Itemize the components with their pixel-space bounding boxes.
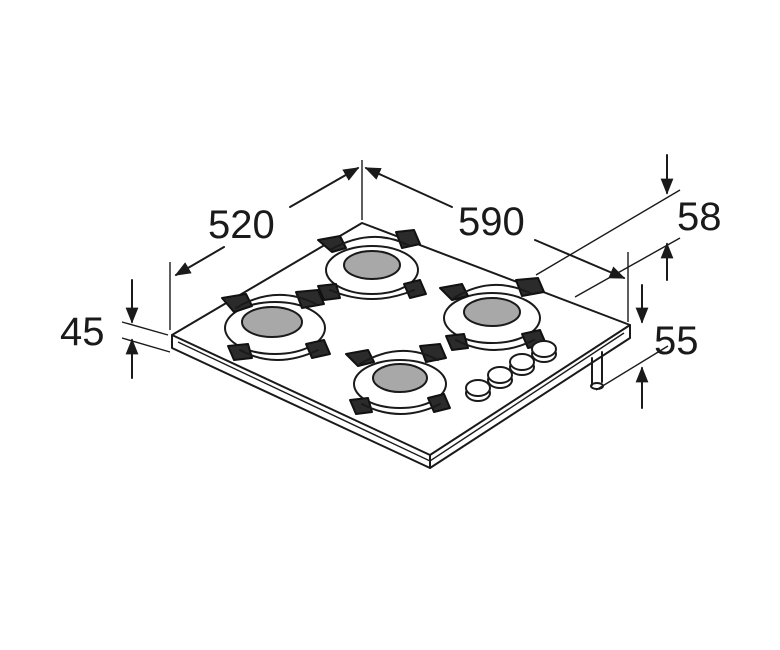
dimension-depth: 520 xyxy=(174,167,360,276)
knob-3 xyxy=(509,353,535,376)
knob-4 xyxy=(531,340,557,363)
width-label: 590 xyxy=(458,200,525,244)
depth-label: 520 xyxy=(208,203,275,247)
burner-right xyxy=(439,277,547,351)
burner-front xyxy=(345,343,451,415)
extension-lines xyxy=(121,160,681,391)
knob-2 xyxy=(487,366,513,389)
burner-left xyxy=(221,289,331,361)
dimension-offset-bottom: 55 xyxy=(635,284,699,409)
dimension-width: 590 xyxy=(364,167,626,279)
hob-body xyxy=(171,222,631,469)
dimension-height: 45 xyxy=(60,279,139,379)
burner-back xyxy=(317,229,427,301)
offset-top-label: 58 xyxy=(677,195,722,239)
control-knobs xyxy=(465,340,557,402)
dimension-offset-top: 58 xyxy=(660,154,722,281)
gas-connector xyxy=(591,351,603,386)
height-label: 45 xyxy=(60,310,105,354)
offset-bottom-label: 55 xyxy=(654,319,699,363)
knob-1 xyxy=(465,379,491,402)
